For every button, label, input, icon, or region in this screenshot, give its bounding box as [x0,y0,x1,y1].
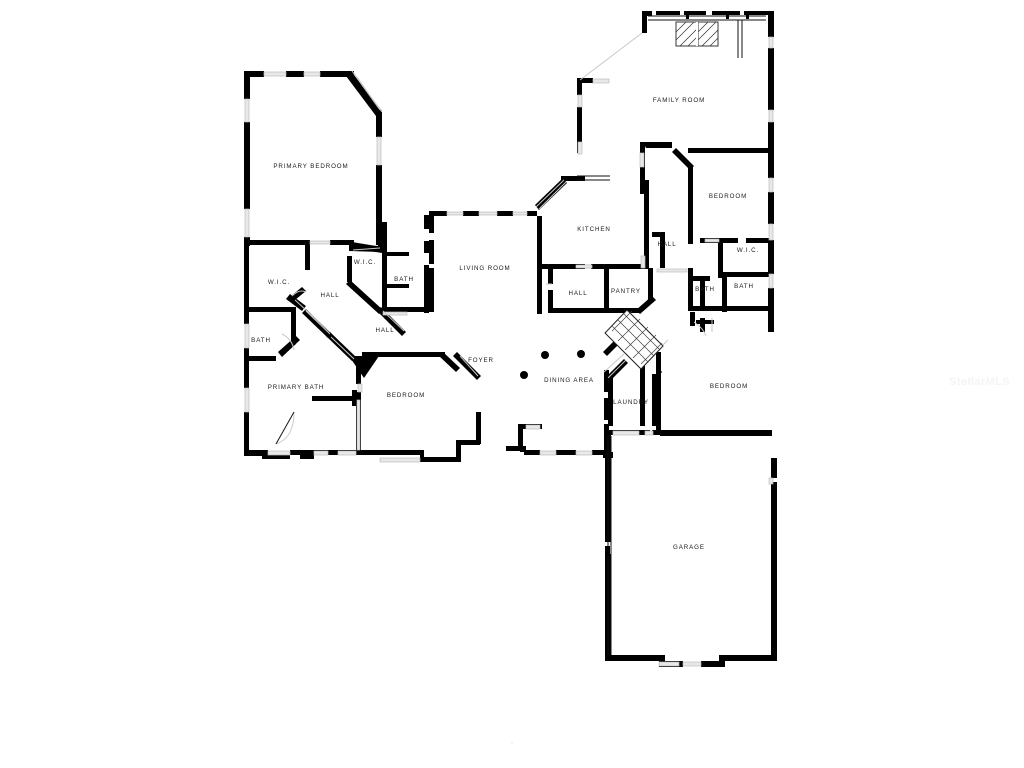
room-label-bath-far-left: BATH [251,337,271,344]
room-label-bedroom-left: BEDROOM [387,392,425,399]
pendant-light-2 [541,351,549,359]
room-label-living-room: LIVING ROOM [459,265,510,272]
room-label-primary-bedroom: PRIMARY BEDROOM [273,163,348,170]
room-label-wic-center: W.I.C. [354,259,376,266]
openings-layer [244,36,774,667]
pendant-light-3 [577,350,585,358]
artifact-dot [511,742,513,744]
room-label-primary-bath: PRIMARY BATH [268,384,325,391]
room-label-laundry: LAUNDRY [613,399,649,406]
room-label-hall-right: HALL [657,241,676,248]
pendant-light-1 [520,371,528,379]
room-label-pantry: PANTRY [611,288,641,295]
room-label-bath-right-2: BATH [734,283,754,290]
room-label-wic-right: W.I.C. [737,247,759,254]
room-label-hall-upper-left: HALL [320,292,339,299]
fireplace-hatch [675,21,719,47]
door-swing-layer [275,14,766,655]
room-label-wic-left: W.I.C. [268,279,290,286]
room-label-hall-kitchen: HALL [568,290,587,297]
room-label-bedroom-right-top: BEDROOM [709,193,747,200]
room-label-kitchen: KITCHEN [577,226,610,233]
room-label-bath-left-1: BATH [394,276,414,283]
pendant-light-group [520,350,585,379]
room-label-bedroom-right-bottom: BEDROOM [710,383,748,390]
room-label-bath-right-1: BATH [695,286,715,293]
room-label-group: PRIMARY BEDROOM W.I.C. W.I.C. HALL BATH BATH H… [251,97,759,551]
room-label-hall-mid-left: HALL [375,327,394,334]
room-label-foyer: FOYER [468,357,494,364]
room-label-dining-area: DINING AREA [544,377,594,384]
room-label-family-room: FAMILY ROOM [653,97,705,104]
room-label-garage: GARAGE [673,544,705,551]
stairs-hatch [604,309,664,373]
